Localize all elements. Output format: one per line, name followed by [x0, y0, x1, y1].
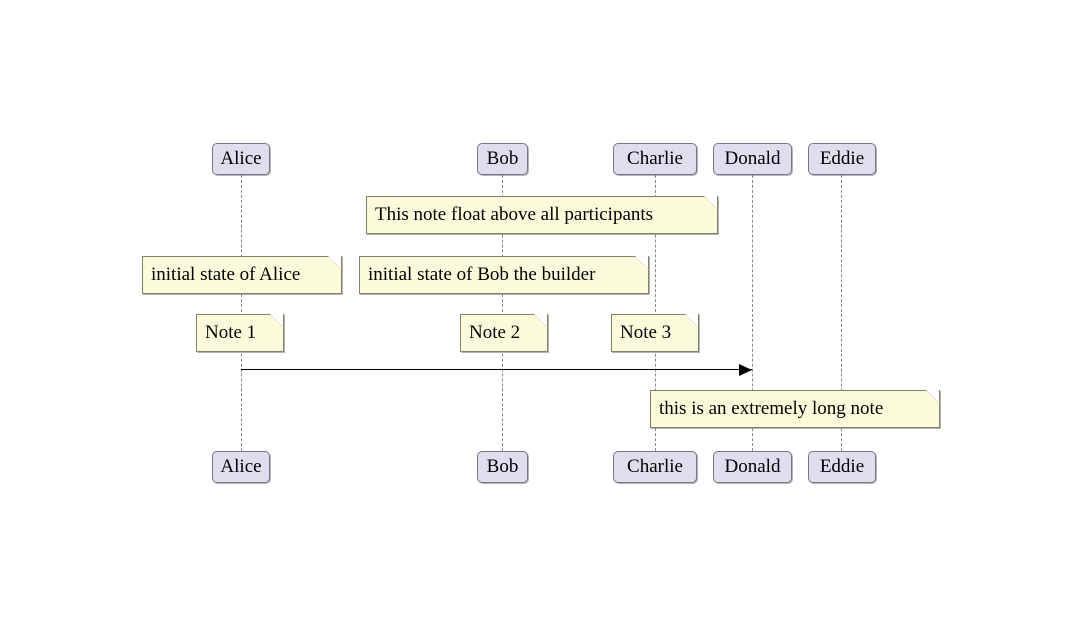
- participant-header-eddie[interactable]: Eddie: [808, 143, 876, 175]
- participant-header-charlie[interactable]: Charlie: [613, 143, 697, 175]
- note-body: [142, 256, 342, 294]
- note-label: initial state of Bob the builder: [368, 264, 596, 285]
- lifeline-bob: [502, 175, 503, 451]
- note-body: [460, 314, 548, 352]
- note-initial-state-alice[interactable]: initial state of Alice: [142, 256, 342, 294]
- lifeline-charlie: [655, 175, 656, 451]
- participant-footer-eddie[interactable]: Eddie: [808, 451, 876, 483]
- participant-footer-donald[interactable]: Donald: [713, 451, 792, 483]
- lifeline-donald: [752, 175, 753, 451]
- note-label: Note 3: [620, 322, 672, 343]
- lifeline-alice: [241, 175, 242, 451]
- note-label: Note 2: [469, 322, 521, 343]
- note-body: [359, 256, 649, 294]
- participant-footer-charlie[interactable]: Charlie: [613, 451, 697, 483]
- note-float-above-all[interactable]: This note float above all participants: [366, 196, 718, 234]
- lifeline-eddie: [841, 175, 842, 451]
- participant-header-donald[interactable]: Donald: [713, 143, 792, 175]
- participant-header-bob[interactable]: Bob: [477, 143, 528, 175]
- note-extremely-long[interactable]: this is an extremely long note: [650, 390, 940, 428]
- message-alice-to-donald-arrowhead-icon: [739, 364, 752, 376]
- note-body: [196, 314, 284, 352]
- participant-footer-alice[interactable]: Alice: [212, 451, 270, 483]
- note-2[interactable]: Note 2: [460, 314, 548, 352]
- note-label: initial state of Alice: [151, 264, 301, 285]
- note-label: Note 1: [205, 322, 257, 343]
- note-3[interactable]: Note 3: [611, 314, 699, 352]
- note-1[interactable]: Note 1: [196, 314, 284, 352]
- note-body: [366, 196, 718, 234]
- note-body: [650, 390, 940, 428]
- note-initial-state-bob[interactable]: initial state of Bob the builder: [359, 256, 649, 294]
- participant-footer-bob[interactable]: Bob: [477, 451, 528, 483]
- note-label: this is an extremely long note: [659, 398, 884, 419]
- participant-header-alice[interactable]: Alice: [212, 143, 270, 175]
- message-alice-to-donald[interactable]: [241, 369, 752, 370]
- note-label: This note float above all participants: [375, 204, 654, 225]
- note-body: [611, 314, 699, 352]
